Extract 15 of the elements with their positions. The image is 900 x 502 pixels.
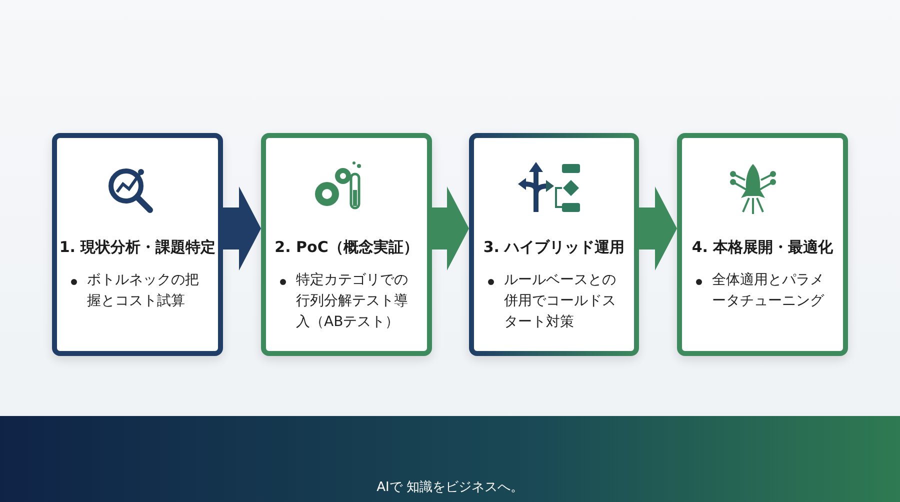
step-card xyxy=(52,133,223,356)
block-arrow xyxy=(223,186,261,270)
step-card xyxy=(677,133,848,356)
step-description: ボトルネックの把握とコスト試算 xyxy=(87,271,200,311)
step-description: ルールベースとの併用でコールドスタート対策 xyxy=(504,271,617,332)
step-description: 特定カテゴリでの行列分解テスト導入（ABテスト） xyxy=(296,271,409,332)
step-title: 4. 本格展開・最適化 xyxy=(690,238,834,257)
step-title: 1. 現状分析・課題特定 xyxy=(58,238,217,257)
block-arrow xyxy=(639,186,677,270)
tagline: AIで 知識をビジネスへ。 xyxy=(376,479,524,496)
step-description: 全体適用とパラメータチューニング xyxy=(712,271,826,311)
step-title: 2. PoC（概念実証） xyxy=(274,238,420,257)
step-card xyxy=(261,133,432,356)
block-arrow xyxy=(432,186,469,270)
step-title: 3. ハイブリッド運用 xyxy=(482,238,626,257)
